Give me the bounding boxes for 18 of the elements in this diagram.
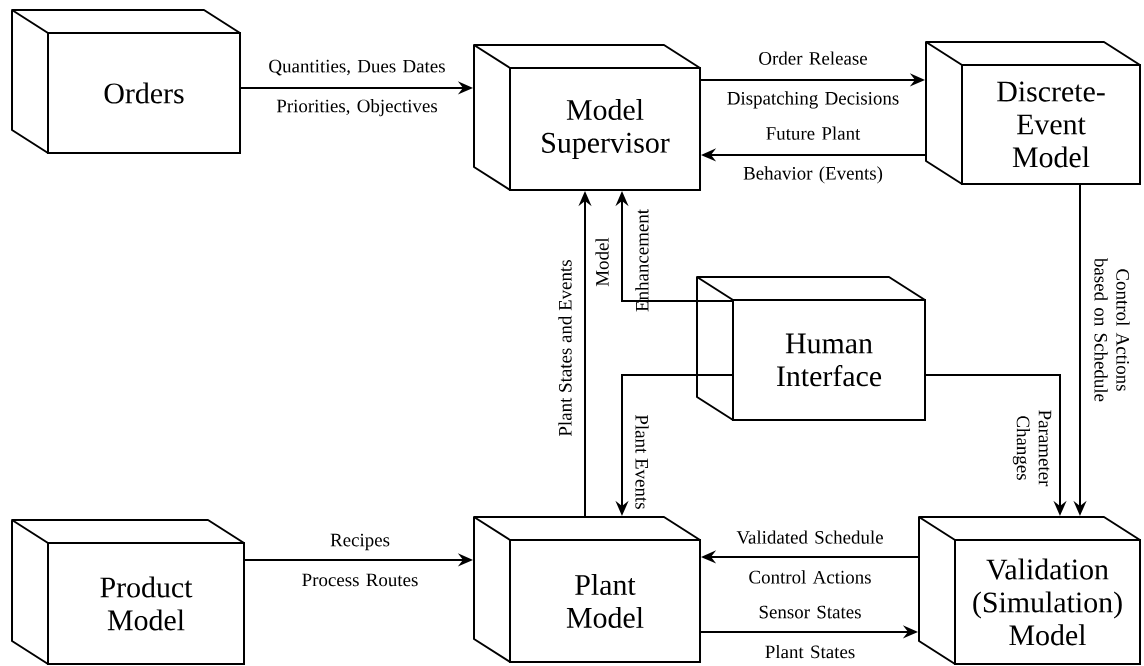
box-3d: Orders (11, 9, 241, 154)
edge-label: Parameter Changes (1012, 410, 1052, 487)
edge-label: Recipes Process Routes (302, 533, 418, 587)
edge-label: Plant States and Events (558, 260, 572, 437)
edge-label: Quantities, Dues Dates Priorities, Objectives (269, 59, 445, 117)
edge-label: Control Actions based on Schedule (1094, 257, 1130, 402)
box-3d: Human Interface (696, 276, 926, 421)
box-3d: Discrete-Event Model (925, 41, 1141, 185)
edge-label: Sensor States Plant States (759, 605, 861, 659)
box-3d: Plant Model (473, 516, 701, 663)
edge-label: Order Release Dispatching Decisions (727, 51, 899, 109)
edge-label: Validated Schedule Control Actions (736, 530, 883, 584)
box-3d: Validation (Simulation) Model (918, 516, 1141, 665)
box-3d: Model Supervisor (473, 44, 701, 191)
edge-label: Plant Events (635, 414, 649, 509)
edge-label: Future Plant Behavior (Events) (743, 126, 883, 184)
box-3d: Product Model (11, 519, 245, 665)
edge-label: Model Enhancement (595, 209, 649, 312)
